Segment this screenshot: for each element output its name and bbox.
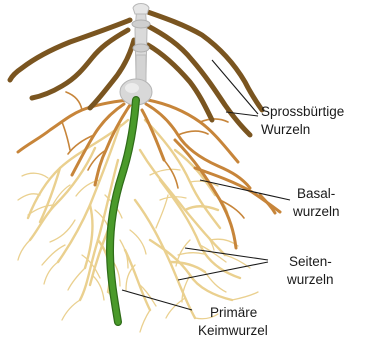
label-lateral-roots: Seiten- wurzeln <box>286 254 334 287</box>
label-lateral-line1: Seiten- <box>289 254 332 269</box>
label-adventitious-line1: Sprossbürtige <box>261 104 344 119</box>
label-primary-root: Primäre Keimwurzel <box>198 305 268 338</box>
leader-line-lateral-upper <box>185 248 268 260</box>
label-adventitious-roots: Sprossbürtige Wurzeln <box>261 104 344 137</box>
label-primary-line1: Primäre <box>210 305 257 320</box>
label-basal-roots: Basal- wurzeln <box>292 186 340 219</box>
label-primary-line2: Keimwurzel <box>198 323 268 338</box>
lateral-roots <box>18 120 258 332</box>
label-adventitious-line2: Wurzeln <box>261 122 310 137</box>
label-lateral-line2: wurzeln <box>286 272 334 287</box>
label-basal-line2: wurzeln <box>292 204 340 219</box>
label-basal-line1: Basal- <box>297 186 335 201</box>
